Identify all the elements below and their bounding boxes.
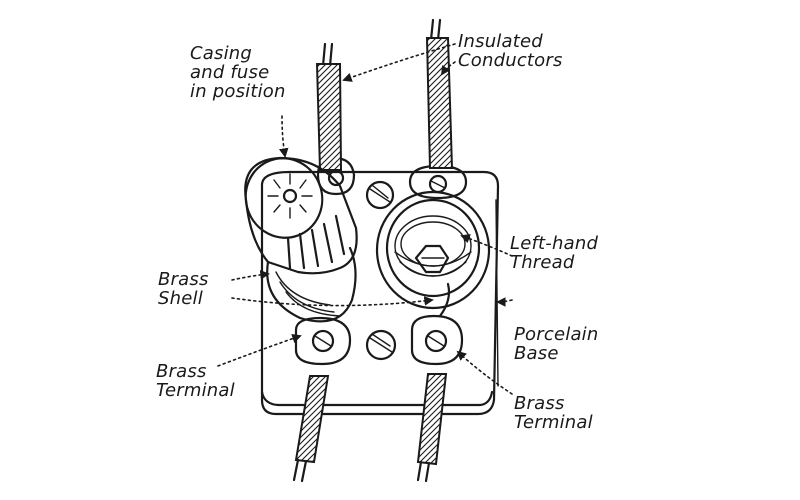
threaded-socket (375, 190, 491, 310)
bottom-left-conductor (292, 375, 330, 483)
bottom-right-terminal (410, 282, 464, 366)
leader-lines (217, 43, 513, 395)
bottom-left-terminal (294, 316, 352, 366)
label-insulated-conductors: Insulated Conductors (458, 31, 563, 71)
label-brass-shell: Brass Shell (158, 269, 209, 309)
label-brass-terminal-right: Brass Terminal (514, 393, 593, 433)
label-porcelain-base: Porcelain Base (514, 324, 599, 364)
label-casing-and-fuse: Casing and fuse in position (190, 43, 286, 102)
top-right-conductor (425, 18, 454, 169)
top-left-conductor (315, 42, 343, 171)
label-brass-terminal-left: Brass Terminal (156, 361, 235, 401)
porcelain-base-block (260, 170, 500, 416)
top-screw-hole (365, 180, 395, 210)
bottom-right-conductor (416, 373, 448, 483)
center-contact-nut (414, 244, 450, 274)
label-left-hand-thread: Left-hand Thread (510, 233, 599, 273)
center-screw-hole (365, 329, 397, 361)
fuse-casing (244, 156, 358, 323)
